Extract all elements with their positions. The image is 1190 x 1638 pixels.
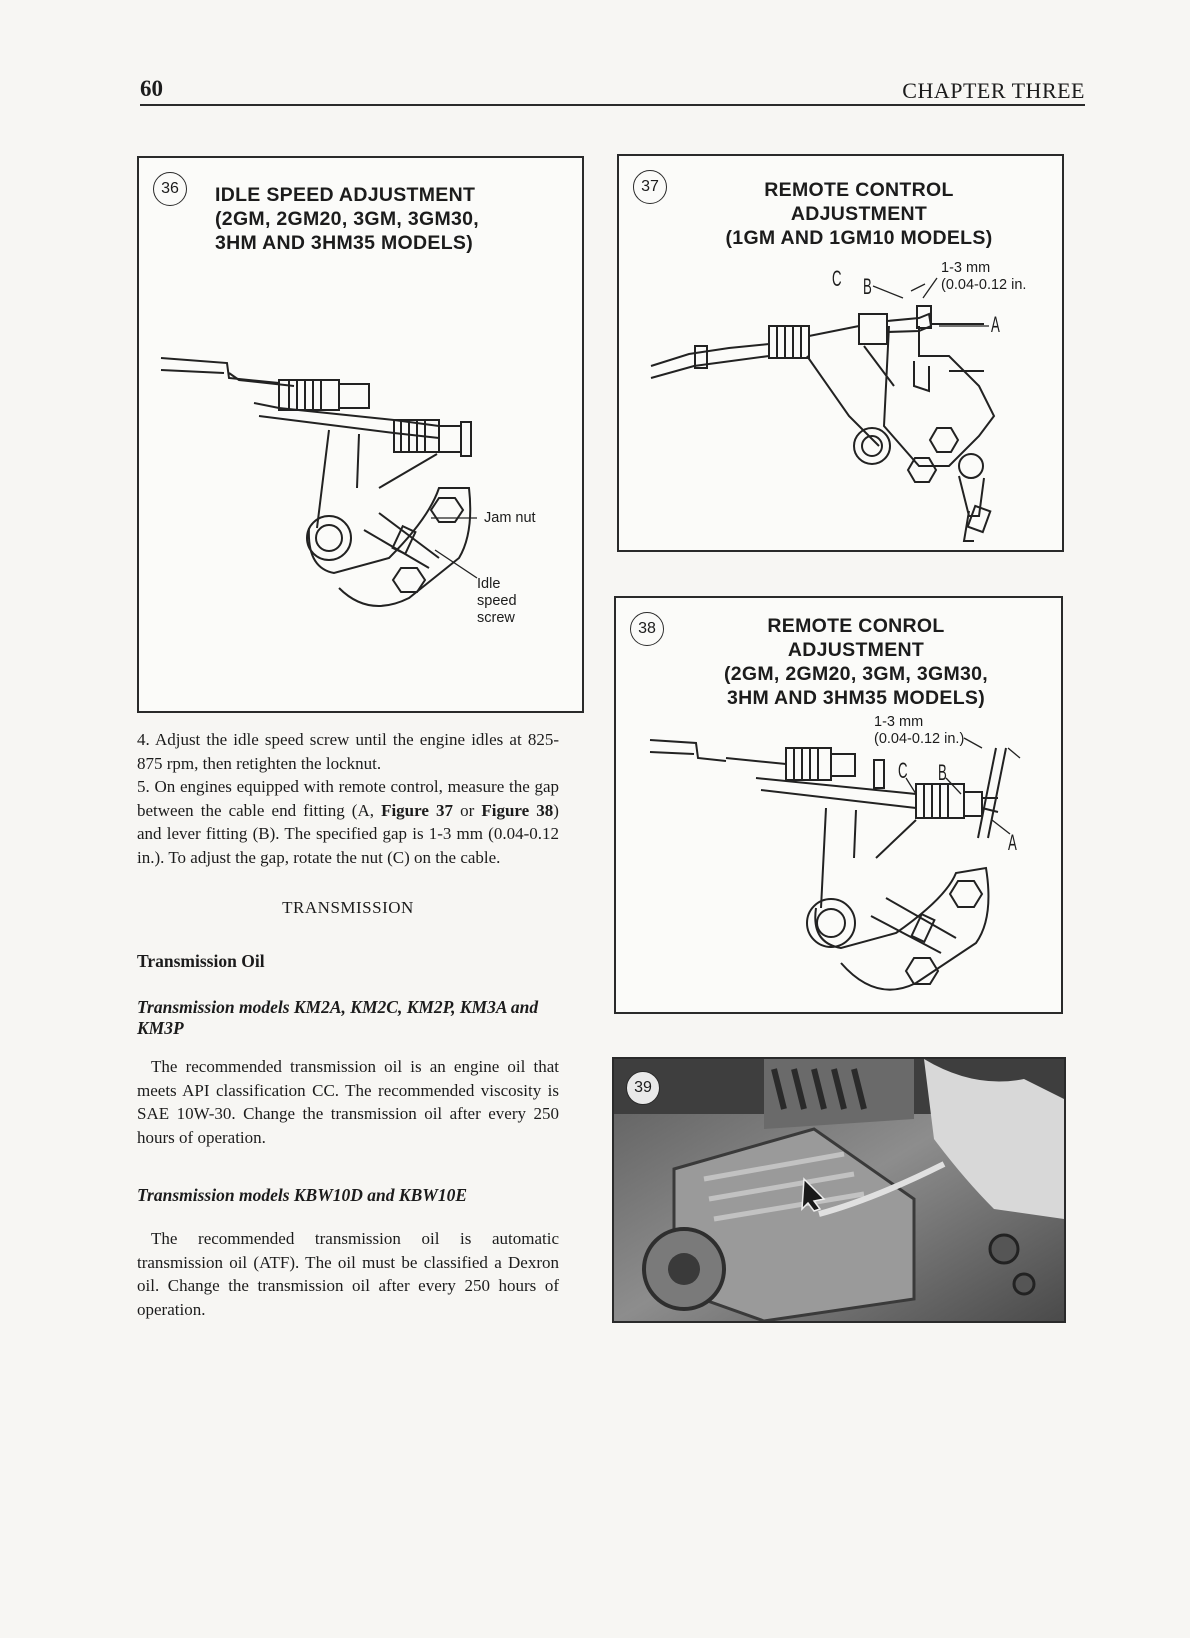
figure-37-title-line: (1GM AND 1GM10 MODELS) xyxy=(725,227,993,249)
figure-36-diagram xyxy=(160,357,478,607)
label-idle-line: screw xyxy=(477,610,515,626)
subheading-kbw-models: Transmission models KBW10D and KBW10E xyxy=(137,1185,467,1205)
step-5-part: or xyxy=(453,800,482,820)
figure-37-reference: Figure 37 xyxy=(381,800,454,820)
step-5-part: 5. On engines equipped with remote contr… xyxy=(137,777,559,820)
chapter-title: CHAPTER THREE xyxy=(902,78,1085,103)
figure-37-title: REMOTE CONTROL ADJUSTMENT (1GM AND 1GM10… xyxy=(689,178,1029,250)
page-number: 60 xyxy=(140,76,163,101)
figure-37-label-c: C xyxy=(832,266,842,291)
figure-36-title-line: 3HM AND 3HM35 MODELS) xyxy=(215,232,474,254)
section-heading-transmission: TRANSMISSION xyxy=(282,898,414,917)
figure-38-title-line: 3HM AND 3HM35 MODELS) xyxy=(726,687,986,709)
figure-39-image xyxy=(614,1059,1064,1321)
km-oil-text: The recommended transmission oil is an e… xyxy=(137,1057,559,1147)
step-5-paragraph: 5. On engines equipped with remote contr… xyxy=(137,775,559,869)
figure-38-title-line: ADJUSTMENT xyxy=(787,639,925,661)
subheading-km-models: Transmission models KM2A, KM2C, KM2P, KM… xyxy=(137,997,539,1038)
figure-38-reference: Figure 38 xyxy=(481,800,554,820)
gap-line: (0.04-0.12 in.) xyxy=(874,731,965,747)
subheading-transmission-oil: Transmission Oil xyxy=(137,951,265,971)
figure-37-title-line: REMOTE CONTROL xyxy=(764,179,954,201)
figure-37-title-line: ADJUSTMENT xyxy=(790,203,928,225)
figure-38-gap-label: 1-3 mm (0.04-0.12 in.) xyxy=(874,714,964,748)
header-rule xyxy=(140,104,1085,106)
figure-37-gap-label: 1-3 mm (0.04-0.12 in. xyxy=(941,260,1026,294)
figure-38-diagram xyxy=(649,737,1021,991)
kbw-oil-text: The recommended transmission oil is auto… xyxy=(137,1229,559,1319)
figure-39-number: 39 xyxy=(626,1071,660,1105)
label-idle-line: Idle xyxy=(477,576,501,592)
step-5-text: 5. On engines equipped with remote contr… xyxy=(137,775,559,869)
figure-38-label-c: C xyxy=(898,758,908,783)
label-idle-line: speed xyxy=(477,593,517,609)
kbw-oil-paragraph: The recommended transmission oil is auto… xyxy=(137,1227,559,1321)
gap-line: 1-3 mm xyxy=(941,260,991,276)
figure-37-label-b: B xyxy=(863,274,872,299)
step-5-part: ) and lever fitting (B). The specified g… xyxy=(137,800,559,867)
gap-line: 1-3 mm xyxy=(874,714,924,730)
km-oil-paragraph: The recommended transmission oil is an e… xyxy=(137,1055,559,1149)
figure-37-diagram xyxy=(650,277,996,542)
figure-37-number: 37 xyxy=(633,170,667,204)
figure-38-label-b: B xyxy=(938,760,947,785)
figure-36-number: 36 xyxy=(153,172,187,206)
label-jam-nut: Jam nut xyxy=(484,510,536,526)
figure-36-title: IDLE SPEED ADJUSTMENT (2GM, 2GM20, 3GM, … xyxy=(215,183,479,255)
figure-36-title-line: (2GM, 2GM20, 3GM, 3GM30, xyxy=(215,208,480,230)
figure-36-title-line: IDLE SPEED ADJUSTMENT xyxy=(215,184,476,206)
figure-37-label-a: A xyxy=(991,312,1000,337)
figure-38-title: REMOTE CONROL ADJUSTMENT (2GM, 2GM20, 3G… xyxy=(686,614,1026,710)
gap-line: (0.04-0.12 in. xyxy=(941,277,1027,293)
figure-37: 37 REMOTE CONTROL ADJUSTMENT (1GM AND 1G… xyxy=(617,154,1064,552)
figure-38-title-line: (2GM, 2GM20, 3GM, 3GM30, xyxy=(723,663,989,685)
step-4-text: 4. Adjust the idle speed screw until the… xyxy=(137,730,559,773)
figure-38-title-line: REMOTE CONROL xyxy=(767,615,945,637)
figure-36: 36 IDLE SPEED ADJUSTMENT (2GM, 2GM20, 3G… xyxy=(137,156,584,713)
step-4-paragraph: 4. Adjust the idle speed screw until the… xyxy=(137,728,559,775)
label-idle-speed-screw: Idle speed screw xyxy=(477,576,517,627)
figure-38-number: 38 xyxy=(630,612,664,646)
figure-38-label-a: A xyxy=(1008,830,1017,855)
figure-39-photo: 39 xyxy=(612,1057,1066,1323)
figure-38: 38 REMOTE CONROL ADJUSTMENT (2GM, 2GM20,… xyxy=(614,596,1063,1014)
